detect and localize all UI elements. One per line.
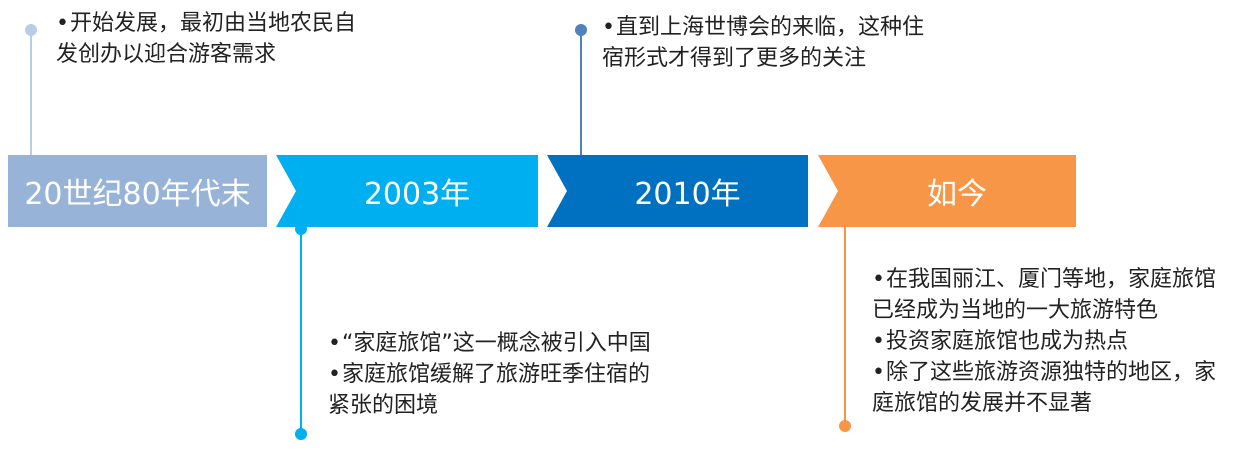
stage-label-3: 2010年 [634, 177, 741, 212]
timeline-segment-2 [276, 155, 538, 227]
connector-line-4 [844, 227, 846, 426]
bullet-icon: • [872, 267, 885, 292]
connector-dot-3 [575, 24, 587, 36]
stage-label-2: 2003年 [363, 177, 471, 212]
connector-dot-1 [25, 24, 37, 36]
connector-line-1 [30, 30, 32, 155]
connector-dot-2-top [295, 223, 307, 235]
note-item: •直到上海世博会的来临，这种住宿形式才得到了更多的关注 [602, 12, 932, 74]
stage-2-note: •“家庭旅馆”这一概念被引入中国 •家庭旅馆缓解了旅游旺季住宿的紧张的困境 [328, 328, 658, 421]
note-item: •开始发展，最初由当地农民自发创办以迎合游客需求 [56, 8, 366, 70]
stage-4-note: •在我国丽江、厦门等地，家庭旅馆已经成为当地的一大旅游特色 •投资家庭旅馆也成为… [872, 264, 1226, 419]
timeline-segment-4 [818, 155, 1076, 227]
bullet-icon: • [872, 329, 885, 354]
timeline-segment-1 [8, 155, 267, 227]
bullet-icon: • [872, 360, 885, 385]
note-item: •投资家庭旅馆也成为热点 [872, 326, 1226, 357]
connector-dot-2-bottom [295, 428, 307, 440]
stage-label-1: 20世纪80年代末 [24, 177, 251, 212]
bullet-icon: • [328, 362, 341, 387]
note-item: •“家庭旅馆”这一概念被引入中国 [328, 328, 658, 359]
timeline-segment-3 [547, 155, 808, 227]
note-item: •在我国丽江、厦门等地，家庭旅馆已经成为当地的一大旅游特色 [872, 264, 1226, 326]
bullet-icon: • [602, 15, 615, 40]
stage-1-note: •开始发展，最初由当地农民自发创办以迎合游客需求 [56, 8, 366, 70]
bullet-icon: • [56, 11, 69, 36]
connector-line-2 [300, 227, 302, 434]
stage-label-4: 如今 [927, 177, 987, 212]
connector-line-3 [580, 30, 582, 155]
bullet-icon: • [328, 331, 341, 356]
note-item: •除了这些旅游资源独特的地区，家庭旅馆的发展并不显著 [872, 357, 1226, 419]
connector-dot-4 [839, 420, 851, 432]
note-item: •家庭旅馆缓解了旅游旺季住宿的紧张的困境 [328, 359, 658, 421]
stage-3-note: •直到上海世博会的来临，这种住宿形式才得到了更多的关注 [602, 12, 932, 74]
